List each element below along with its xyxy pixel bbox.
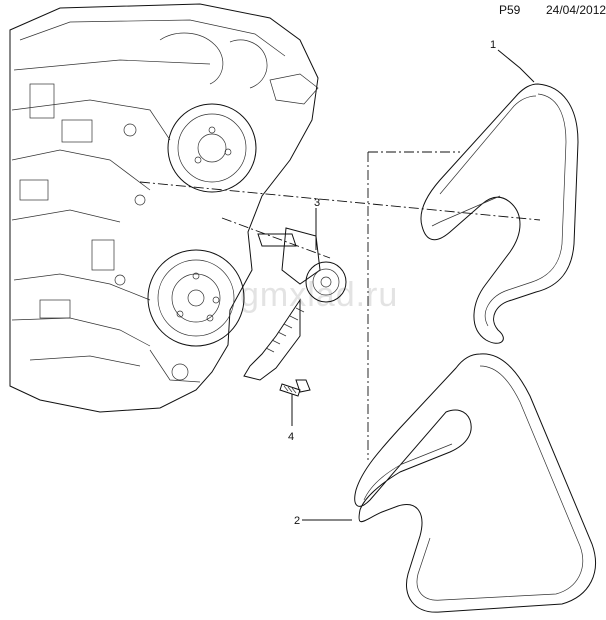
callout-2: 2: [294, 515, 300, 527]
bolt-icon: [279, 379, 311, 397]
callout-3: 3: [314, 197, 320, 209]
callout-leader-1: [497, 49, 535, 83]
tensioner-axis-line: [221, 217, 331, 259]
serpentine-belt-1-icon: [420, 83, 579, 344]
engine-block-icon: [9, 3, 319, 413]
upper-pulley-axis-line: [139, 181, 541, 221]
serpentine-belt-2-icon: [354, 353, 596, 613]
belt-tensioner-icon: [243, 227, 347, 381]
callout-4: 4: [288, 431, 294, 443]
diagram-date: 24/04/2012: [546, 3, 606, 17]
diagram-code: P59: [499, 3, 521, 17]
watermark: gmxlad.ru: [240, 276, 398, 314]
callout-1: 1: [490, 39, 496, 51]
